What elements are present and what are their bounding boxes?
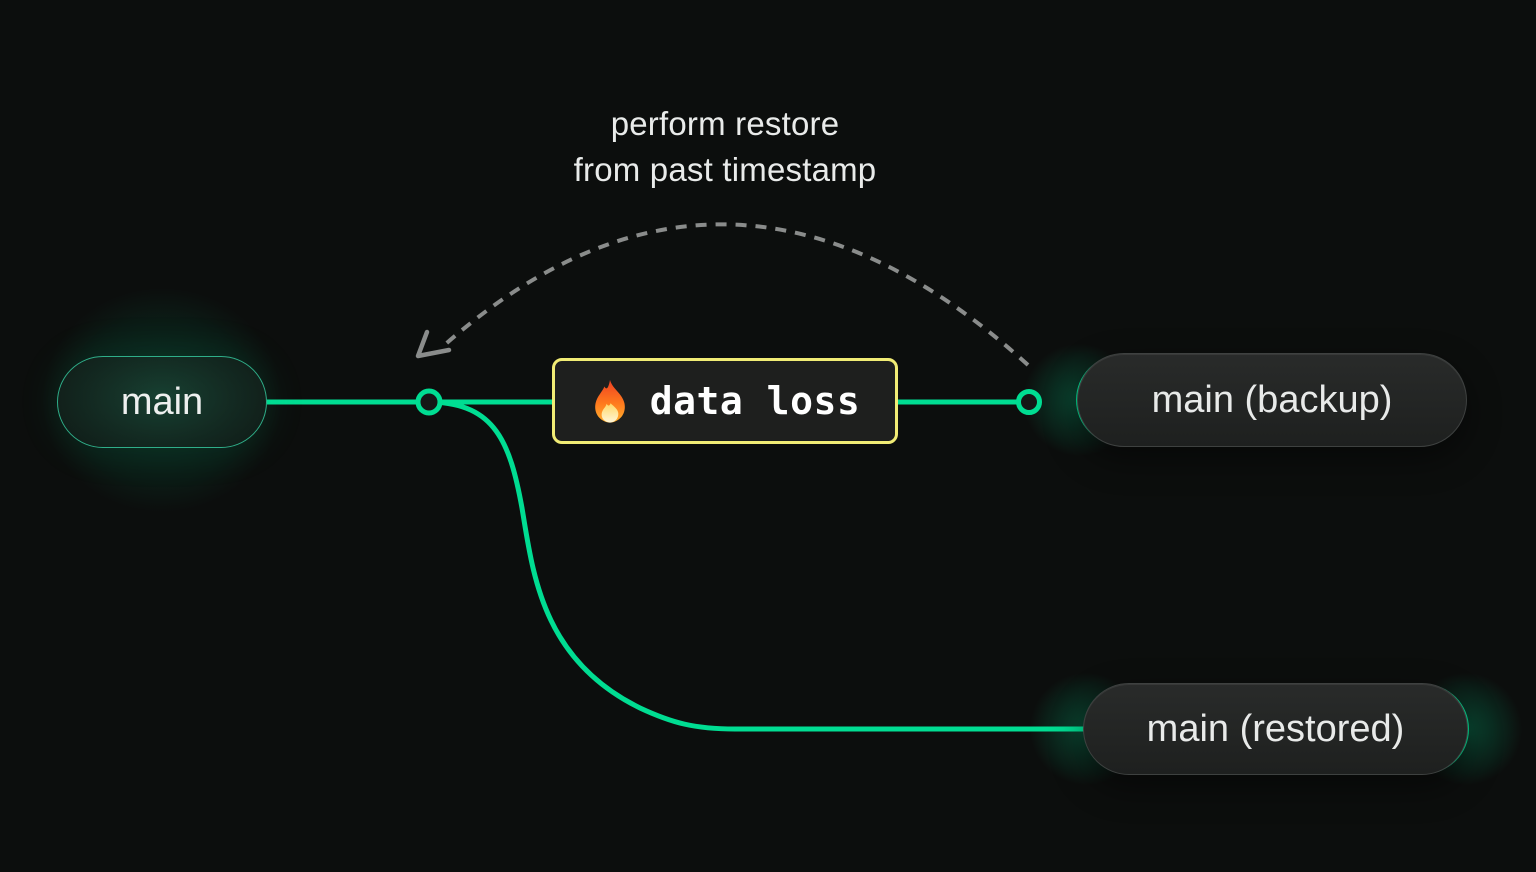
branch-pill-main: main [57, 356, 267, 448]
restore-annotation-line2: from past timestamp [573, 151, 877, 188]
fork-node [415, 388, 443, 416]
branch-pill-backup-label: main (backup) [1151, 378, 1393, 421]
branch-pill-backup: main (backup) [1077, 353, 1467, 447]
branch-pill-main-label: main [120, 380, 204, 423]
data-loss-box: data loss [552, 358, 898, 444]
restore-arc [438, 222, 1030, 367]
data-loss-label: data loss [649, 379, 861, 423]
fire-emoji [594, 379, 625, 423]
branch-pill-restored: main (restored) [1083, 683, 1468, 775]
backup-node [1016, 389, 1042, 415]
restored-branch-curve [429, 399, 1103, 732]
restore-annotation-line1: perform restore [610, 105, 840, 142]
restore-arrowhead-icon [415, 329, 452, 359]
restore-annotation: perform restore from past timestamp [574, 101, 877, 193]
branch-pill-restored-label: main (restored) [1146, 707, 1405, 750]
